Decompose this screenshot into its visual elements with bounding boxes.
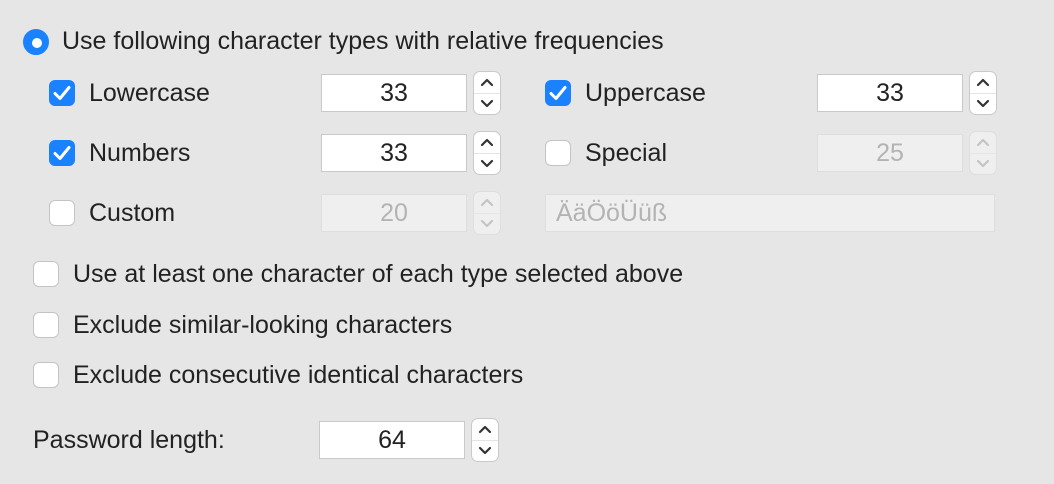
chevron-up-icon xyxy=(480,138,494,146)
stepper-down-button xyxy=(474,212,500,235)
numbers-checkbox[interactable] xyxy=(49,140,75,166)
character-types-radio[interactable] xyxy=(23,29,49,55)
custom-checkbox[interactable] xyxy=(49,200,75,226)
at-least-one-checkbox[interactable] xyxy=(33,261,59,287)
chevron-down-icon xyxy=(976,160,990,168)
exclude-similar-label: Exclude similar-looking characters xyxy=(73,311,453,339)
password-length-field[interactable]: 64 xyxy=(319,421,465,459)
custom-frequency-field: 20 xyxy=(321,194,467,232)
chevron-down-icon xyxy=(480,160,494,168)
stepper-up-button[interactable] xyxy=(970,72,996,93)
chevron-up-icon xyxy=(480,198,494,206)
stepper-down-button[interactable] xyxy=(472,439,498,462)
uppercase-label: Uppercase xyxy=(585,79,706,107)
at-least-one-label: Use at least one character of each type … xyxy=(73,260,684,288)
numbers-frequency-field[interactable]: 33 xyxy=(321,134,467,172)
chevron-down-icon xyxy=(480,100,494,108)
lowercase-label: Lowercase xyxy=(89,79,210,107)
special-label: Special xyxy=(585,139,667,167)
chevron-up-icon xyxy=(478,425,492,433)
uppercase-frequency-field[interactable]: 33 xyxy=(817,74,963,112)
exclude-consecutive-checkbox[interactable] xyxy=(33,362,59,388)
numbers-label: Numbers xyxy=(89,139,191,167)
lowercase-frequency-stepper[interactable] xyxy=(473,71,501,115)
checkmark-icon xyxy=(53,86,71,100)
custom-label: Custom xyxy=(89,199,176,227)
chevron-up-icon xyxy=(976,78,990,86)
lowercase-frequency-field[interactable]: 33 xyxy=(321,74,467,112)
password-length-label: Password length: xyxy=(33,426,225,454)
special-frequency-field: 25 xyxy=(817,134,963,172)
chevron-down-icon xyxy=(480,220,494,228)
stepper-down-button[interactable] xyxy=(970,92,996,115)
chevron-down-icon xyxy=(478,447,492,455)
stepper-down-button xyxy=(970,152,996,175)
stepper-up-button xyxy=(970,132,996,153)
numbers-frequency-stepper[interactable] xyxy=(473,131,501,175)
checkmark-icon xyxy=(53,146,71,160)
custom-characters-field: ÄäÖöÜüß xyxy=(545,194,995,232)
password-length-stepper[interactable] xyxy=(471,418,499,462)
stepper-up-button[interactable] xyxy=(474,132,500,153)
stepper-up-button xyxy=(474,192,500,213)
character-types-radio-label: Use following character types with relat… xyxy=(62,27,664,55)
stepper-down-button[interactable] xyxy=(474,92,500,115)
exclude-similar-checkbox[interactable] xyxy=(33,312,59,338)
uppercase-checkbox[interactable] xyxy=(545,80,571,106)
checkmark-icon xyxy=(549,86,567,100)
special-checkbox[interactable] xyxy=(545,140,571,166)
chevron-up-icon xyxy=(976,138,990,146)
exclude-consecutive-label: Exclude consecutive identical characters xyxy=(73,361,524,389)
custom-frequency-stepper xyxy=(473,191,501,235)
stepper-up-button[interactable] xyxy=(472,419,498,440)
special-frequency-stepper xyxy=(969,131,997,175)
uppercase-frequency-stepper[interactable] xyxy=(969,71,997,115)
chevron-up-icon xyxy=(480,78,494,86)
lowercase-checkbox[interactable] xyxy=(49,80,75,106)
stepper-down-button[interactable] xyxy=(474,152,500,175)
stepper-up-button[interactable] xyxy=(474,72,500,93)
chevron-down-icon xyxy=(976,100,990,108)
